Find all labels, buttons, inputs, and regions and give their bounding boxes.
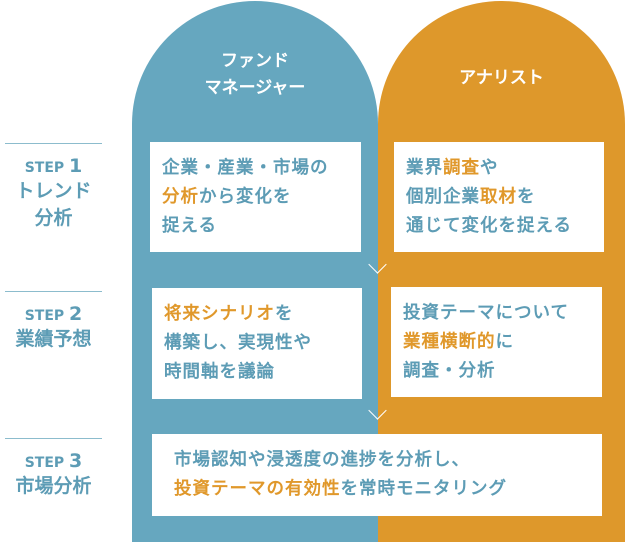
- step1-manager-box: 企業・産業・市場の分析から変化を捉える: [150, 142, 361, 252]
- text: 調査・分析: [403, 361, 496, 381]
- step-1: STEP 1 トレンド 分析: [5, 143, 102, 232]
- highlight-text: 投資テーマの有効性: [174, 479, 341, 499]
- text: に: [495, 332, 514, 352]
- box-line: 投資テーマの有効性を常時モニタリング: [174, 475, 602, 504]
- box-line: 企業・産業・市場の: [162, 154, 361, 183]
- step-number: STEP 2: [5, 304, 102, 326]
- step-number: STEP 1: [5, 156, 102, 178]
- box-line: 市場認知や浸透度の進捗を分析し、: [174, 446, 602, 475]
- text: 時間軸を議論: [164, 362, 275, 382]
- highlight-text: 将来シナリオ: [164, 304, 275, 324]
- text: から変化を: [199, 187, 292, 207]
- step-num: 1: [69, 155, 83, 177]
- text: 企業・産業・市場の: [162, 158, 329, 178]
- step-label: STEP: [24, 455, 65, 471]
- text: 市場認知や浸透度の進捗を分析し、: [174, 450, 470, 470]
- text: 投資テーマについて: [403, 303, 569, 323]
- fund-manager-heading: ファンド マネージャー: [132, 48, 378, 102]
- step1-analyst-box: 業界調査や個別企業取材を通じて変化を捉える: [394, 142, 604, 252]
- step-title: 分析: [34, 207, 73, 229]
- highlight-text: 調査: [443, 158, 480, 178]
- step-num: 3: [69, 450, 83, 472]
- text: 通じて変化を捉える: [406, 216, 572, 236]
- text: を常時モニタリング: [340, 479, 507, 499]
- text: 捉える: [162, 216, 217, 236]
- box-line: 通じて変化を捉える: [406, 212, 604, 241]
- box-line: 時間軸を議論: [164, 358, 362, 387]
- step3-joint-box: 市場認知や浸透度の進捗を分析し、投資テーマの有効性を常時モニタリング: [152, 434, 602, 516]
- box-line: 構築し、実現性や: [164, 329, 362, 358]
- text: や: [480, 158, 499, 178]
- text: を: [275, 304, 294, 324]
- text: を: [517, 187, 536, 207]
- box-line: 投資テーマについて: [403, 299, 602, 328]
- highlight-text: 業種横断的: [403, 332, 496, 352]
- heading-line: マネージャー: [204, 78, 306, 98]
- box-line: 業界調査や: [406, 154, 604, 183]
- step-2: STEP 2 業績予想: [5, 291, 102, 353]
- heading-line: ファンド: [221, 51, 289, 71]
- step-title: トレンド: [15, 180, 92, 202]
- step-title: 業績予想: [15, 328, 92, 350]
- box-line: 分析から変化を: [162, 183, 361, 212]
- step-label: STEP: [24, 160, 65, 176]
- step-title: 市場分析: [15, 475, 92, 497]
- step2-manager-box: 将来シナリオを構築し、実現性や時間軸を議論: [152, 288, 362, 399]
- box-line: 将来シナリオを: [164, 300, 362, 329]
- box-line: 個別企業取材を: [406, 183, 604, 212]
- text: 構築し、実現性や: [164, 333, 312, 353]
- step-number: STEP 3: [5, 451, 102, 473]
- box-line: 業種横断的に: [403, 328, 602, 357]
- text: 個別企業: [406, 187, 480, 207]
- step-label: STEP: [24, 308, 65, 324]
- analyst-heading: アナリスト: [459, 68, 544, 88]
- highlight-text: 分析: [162, 187, 199, 207]
- box-line: 捉える: [162, 212, 361, 241]
- text: 業界: [406, 158, 443, 178]
- step2-analyst-box: 投資テーマについて業種横断的に調査・分析: [391, 287, 602, 397]
- step-3: STEP 3 市場分析: [5, 438, 102, 500]
- step-num: 2: [69, 303, 83, 325]
- box-line: 調査・分析: [403, 357, 602, 386]
- highlight-text: 取材: [480, 187, 517, 207]
